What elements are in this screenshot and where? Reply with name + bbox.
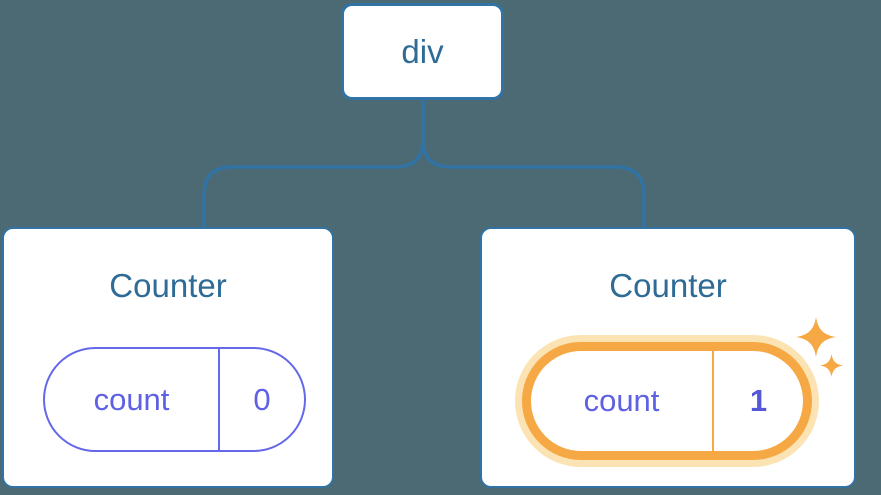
state-key-label: count — [583, 383, 660, 418]
connector-left-branch — [202, 100, 425, 229]
counter-card-left: Counter count 0 — [2, 227, 334, 488]
state-value: 0 — [218, 349, 304, 450]
counter-card-right: Counter count 1 — [480, 227, 856, 488]
state-pill-highlighted: count 1 — [522, 342, 812, 460]
root-node-div: div — [341, 3, 504, 100]
sparkle-icon — [820, 354, 843, 377]
component-title: Counter — [609, 267, 727, 304]
root-node-label: div — [401, 32, 444, 70]
component-title: Counter — [109, 267, 227, 304]
state-key-label: count — [93, 381, 170, 417]
state-value: 1 — [712, 351, 803, 451]
sparkle-icon — [796, 317, 836, 357]
connector-right-branch — [421, 100, 646, 229]
state-pill: count 0 — [43, 347, 306, 452]
